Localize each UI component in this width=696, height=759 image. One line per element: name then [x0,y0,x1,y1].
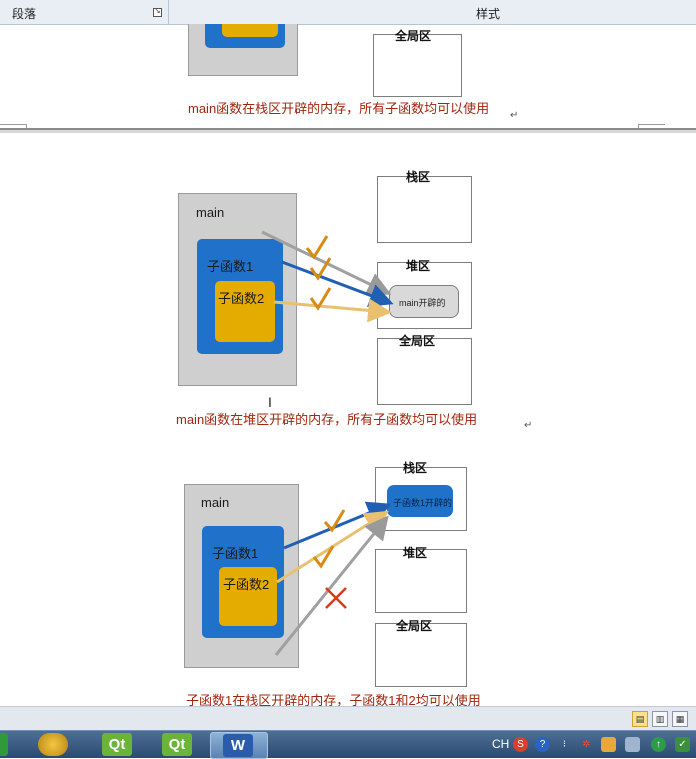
word-taskbar-button[interactable]: W [210,732,268,759]
start-app-icon[interactable] [0,733,8,756]
qt-creator-icon[interactable]: Qt [102,733,132,756]
d2-check-icon-3 [309,287,332,311]
d1-caption: main函数在栈区开辟的内存，所有子函数均可以使用 [188,101,490,116]
sogou-icon[interactable]: S [513,737,528,752]
update-icon[interactable]: ↑ [651,737,666,752]
page-break-shadow [0,130,696,133]
paragraph-mark: ↵ [510,110,519,121]
margin-mark-right [638,124,665,129]
input-language-indicator[interactable]: CH [492,737,510,751]
network-icon[interactable] [601,737,616,752]
taskbar: Qt Qt W CH S ? ⁝ ✲ ↑ ✓ [0,730,696,759]
d2-check-icon-1 [305,235,329,260]
d3-global-label: 全局区 [396,619,433,633]
web-layout-view-icon[interactable]: ▦ [672,711,688,727]
paragraph-mark: ↵ [524,420,533,431]
d3-alloc-label: 子函数1开辟的 [393,498,453,508]
d2-stack-box [377,176,472,243]
d2-global-box [377,338,472,405]
d3-check-icon-1 [323,509,346,533]
dialog-launcher-icon[interactable]: ↘ [153,8,162,17]
word-icon: W [223,734,253,757]
d3-global-box [375,623,467,687]
d2-alloc-label: main开辟的 [399,298,446,308]
app-icon[interactable] [38,733,68,756]
security-icon[interactable]: ✓ [675,737,690,752]
monitor-icon[interactable] [625,737,640,752]
styles-group-label: 样式 [476,7,501,21]
d2-global-label: 全局区 [399,334,436,348]
page-break [0,128,696,130]
d2-main-arrow [261,230,392,295]
d2-sub1-arrow [281,260,394,307]
text-cursor-icon: I [268,394,272,410]
gear-icon[interactable]: ✲ [582,739,591,750]
d2-heap-label: 堆区 [406,259,431,273]
d2-check-icon-2 [309,257,332,281]
d3-heap-box [375,549,467,613]
d3-sub2-box [219,567,277,626]
d3-check-icon-2 [312,545,335,569]
ribbon-header: 段落 ↘ 样式 [0,0,696,25]
paragraph-group-label: 段落 [12,7,37,21]
print-layout-view-icon[interactable]: ▤ [632,711,648,727]
d2-sub2-box [215,281,275,342]
status-bar: ▤ ▥ ▦ [0,706,696,731]
d2-sub1-label: 子函数1 [207,259,254,274]
d3-stack-label: 栈区 [403,461,428,475]
qt-designer-icon[interactable]: Qt [162,733,192,756]
d2-sub2-label: 子函数2 [218,291,265,306]
help-icon[interactable]: ? [535,737,550,752]
d3-alloc-box [387,485,453,517]
margin-mark-left [0,124,27,129]
d3-caption: 子函数1在栈区开辟的内存，子函数1和2均可以使用 [186,693,481,708]
tray-tool-icon[interactable]: ⁝ [562,739,567,750]
d3-main-label: main [201,495,230,510]
paragraph-group[interactable]: 段落 ↘ [0,0,169,24]
d2-stack-label: 栈区 [406,170,431,184]
d1-sub-inner-box [222,24,278,37]
d3-sub2-label: 子函数2 [223,577,270,592]
d3-heap-label: 堆区 [403,546,428,560]
d3-cross-icon [325,587,347,609]
d3-main-arrow [274,515,389,656]
reading-view-icon[interactable]: ▥ [652,711,668,727]
d1-global-label: 全局区 [395,29,432,43]
d3-sub1-label: 子函数1 [212,546,259,561]
d2-sub2-arrow [273,298,392,323]
d2-caption: main函数在堆区开辟的内存，所有子函数均可以使用 [176,412,478,427]
d2-alloc-box [389,285,459,318]
d1-global-box [373,34,462,97]
d2-main-label: main [196,205,225,220]
